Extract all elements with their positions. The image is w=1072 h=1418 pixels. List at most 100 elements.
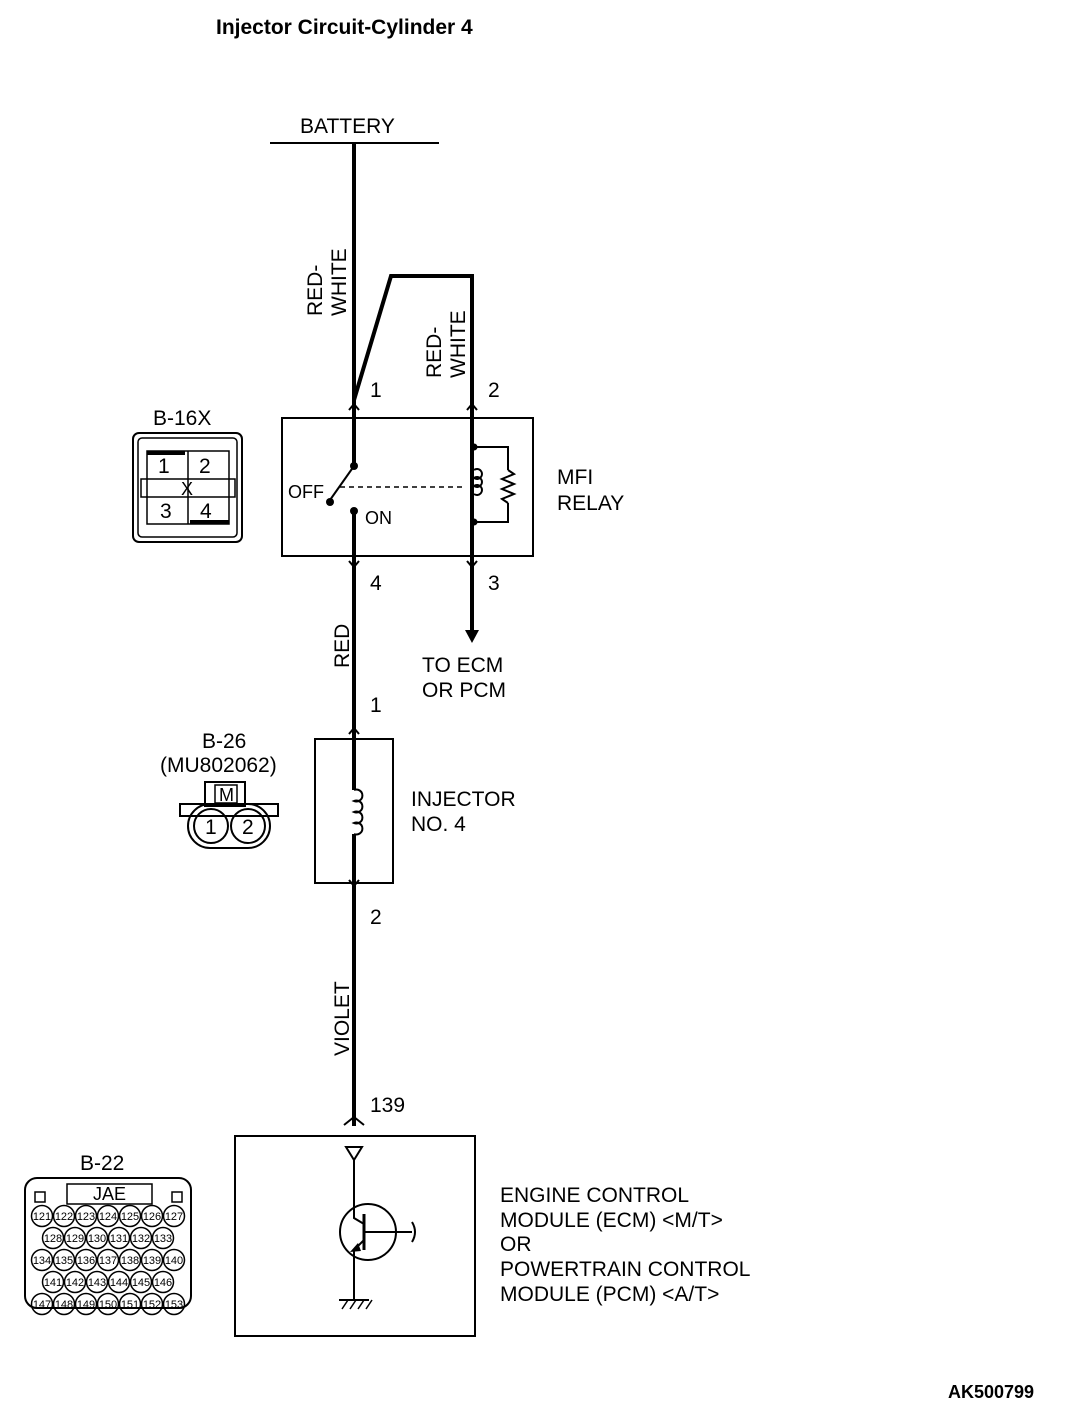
b22-pin <box>52 1204 76 1228</box>
b22-pin <box>129 1226 153 1250</box>
connector-b16x-name: B-16X <box>153 407 211 430</box>
b22-pin <box>151 1270 175 1294</box>
b22-pin-label: 145 <box>132 1277 150 1289</box>
ecm-box <box>234 1135 476 1337</box>
figure-code: AK500799 <box>948 1382 1034 1402</box>
b22-pin-label: 149 <box>77 1299 95 1311</box>
svg-text:RED-: RED- <box>304 265 327 316</box>
svg-text:RED: RED <box>331 624 354 668</box>
b22-pin <box>129 1270 153 1294</box>
svg-text:1: 1 <box>205 816 217 839</box>
b22-pin <box>96 1248 120 1272</box>
b22-pin-label: 124 <box>99 1211 117 1223</box>
resistor-icon <box>499 469 517 504</box>
relay-coil-icon <box>472 468 483 496</box>
svg-text:3: 3 <box>160 500 172 523</box>
svg-text:RED-: RED- <box>423 327 446 378</box>
b22-pin <box>162 1204 186 1228</box>
b22-pin <box>30 1248 54 1272</box>
ecm-label-4: POWERTRAIN CONTROL <box>500 1258 750 1281</box>
b22-pin-label: 150 <box>99 1299 117 1311</box>
mfi-relay-label-2: RELAY <box>557 492 624 515</box>
wire-label-red-white-1: RED- WHITE <box>304 248 351 316</box>
b22-pin <box>107 1270 131 1294</box>
to-ecm-label-2: OR PCM <box>422 679 506 702</box>
svg-text:X: X <box>181 479 193 499</box>
b22-pin-label: 133 <box>154 1233 172 1245</box>
b22-pin-label: 121 <box>33 1211 51 1223</box>
b22-pin <box>96 1292 120 1316</box>
svg-text:WHITE: WHITE <box>447 310 470 378</box>
b22-pin <box>85 1226 109 1250</box>
to-ecm-label-1: TO ECM <box>422 654 503 677</box>
b22-pin <box>30 1204 54 1228</box>
svg-text:M: M <box>219 785 234 805</box>
b22-pin <box>52 1248 76 1272</box>
svg-text:WHITE: WHITE <box>328 248 351 316</box>
b22-pin <box>118 1204 142 1228</box>
injector-label-1: INJECTOR <box>411 788 516 811</box>
b22-pin-label: 148 <box>55 1299 73 1311</box>
coil-resistor-lead-bottom <box>474 503 509 523</box>
ecm-label-5: MODULE (PCM) <A/T> <box>500 1283 719 1306</box>
relay-off-label: OFF <box>288 482 324 502</box>
b22-pin-label: 130 <box>88 1233 106 1245</box>
base-input-icon <box>411 1221 416 1243</box>
ground-icon <box>341 1299 373 1310</box>
b22-pin <box>85 1270 109 1294</box>
injector-coil-icon <box>351 788 364 836</box>
switch-contact-off <box>326 498 334 506</box>
b22-pin <box>63 1226 87 1250</box>
b22-pin-label: 134 <box>33 1255 51 1267</box>
b22-pin-label: 131 <box>110 1233 128 1245</box>
b22-pin <box>74 1248 98 1272</box>
b22-pin-label: 136 <box>77 1255 95 1267</box>
b22-pin-label: 152 <box>143 1299 161 1311</box>
b22-pin-label: 137 <box>99 1255 117 1267</box>
wire-label-red-white-2: RED- WHITE <box>423 310 470 378</box>
coil-resistor-lead-top <box>474 446 509 470</box>
b22-pin-label: 153 <box>165 1299 183 1311</box>
b22-pin-label: 147 <box>33 1299 51 1311</box>
b22-pin-label: 127 <box>165 1211 183 1223</box>
b22-pin <box>118 1292 142 1316</box>
b22-pin <box>96 1204 120 1228</box>
pin-marker <box>343 1115 365 1126</box>
connector-b26-part: (MU802062) <box>160 754 277 777</box>
svg-text:2: 2 <box>242 816 254 839</box>
b22-pin-label: 122 <box>55 1211 73 1223</box>
b22-pin-label: 123 <box>77 1211 95 1223</box>
relay-pin-3: 3 <box>488 572 500 595</box>
svg-text:1: 1 <box>158 455 170 478</box>
b22-pin <box>74 1204 98 1228</box>
b22-pin <box>41 1226 65 1250</box>
svg-text:JAE: JAE <box>93 1184 126 1204</box>
b22-pin-label: 128 <box>44 1233 62 1245</box>
connector-b22-name: B-22 <box>80 1152 124 1175</box>
emitter-arrow-icon <box>350 1243 361 1252</box>
ecm-label-3: OR <box>500 1233 532 1256</box>
connector-b26-name: B-26 <box>202 730 246 753</box>
mfi-relay-label-1: MFI <box>557 466 593 489</box>
injector-pin-2: 2 <box>370 906 382 929</box>
b22-pin <box>30 1292 54 1316</box>
pin-marker <box>348 879 360 888</box>
svg-text:VIOLET: VIOLET <box>331 981 354 1056</box>
b22-pin <box>107 1226 131 1250</box>
wire-red-white-branch <box>352 274 474 405</box>
ecm-label-2: MODULE (ECM) <M/T> <box>500 1209 723 1232</box>
switch-arm <box>329 465 355 501</box>
b22-pin-label: 151 <box>121 1299 139 1311</box>
svg-text:2: 2 <box>199 455 211 478</box>
b22-pin-label: 141 <box>44 1277 62 1289</box>
b22-pin <box>118 1248 142 1272</box>
b22-pin <box>41 1270 65 1294</box>
b22-pin-label: 132 <box>132 1233 150 1245</box>
b22-pin-label: 126 <box>143 1211 161 1223</box>
b22-pin <box>151 1226 175 1250</box>
b22-pin-label: 138 <box>121 1255 139 1267</box>
relay-on-label: ON <box>365 508 392 528</box>
b22-pin-label: 140 <box>165 1255 183 1267</box>
